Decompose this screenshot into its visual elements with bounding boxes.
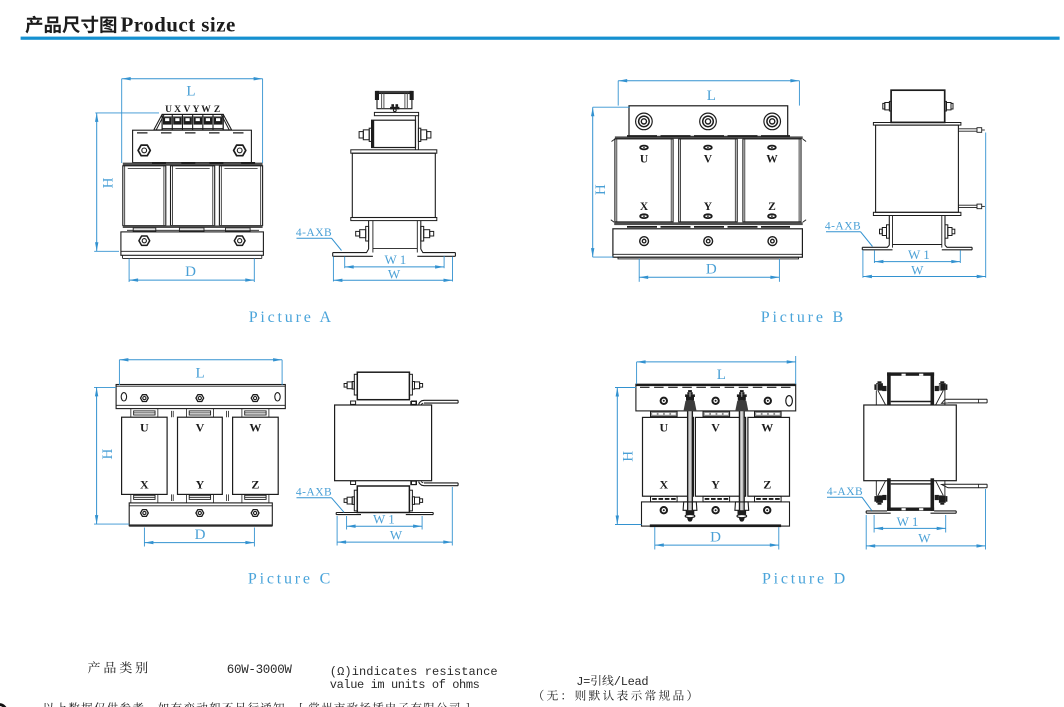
svg-text:D: D (195, 527, 206, 543)
svg-text:W: W (918, 530, 931, 545)
svg-text:X: X (140, 478, 149, 492)
svg-text:L: L (717, 367, 726, 383)
svg-text:W: W (911, 262, 924, 277)
svg-text:W: W (390, 528, 403, 543)
svg-text:Z: Z (763, 477, 771, 491)
svg-text:U: U (165, 105, 172, 115)
svg-text:Z: Z (251, 478, 259, 492)
svg-text:Z: Z (214, 105, 220, 115)
svg-text:U: U (659, 421, 668, 435)
svg-text:U: U (140, 421, 149, 435)
svg-text:X: X (659, 477, 668, 491)
svg-text:D: D (710, 529, 721, 545)
svg-text:value im units of ohms: value im units of ohms (330, 678, 480, 692)
svg-text:Z: Z (768, 201, 776, 213)
svg-text:V: V (196, 421, 205, 435)
svg-text:Y: Y (193, 105, 200, 115)
svg-text:L: L (196, 366, 205, 382)
svg-text:W: W (388, 267, 401, 282)
svg-text:(Ω)indicates resistance: (Ω)indicates resistance (330, 665, 498, 679)
svg-text:D: D (706, 261, 717, 277)
svg-text:Y: Y (711, 477, 720, 491)
svg-text:H: H (100, 449, 116, 460)
svg-text:W 1: W 1 (908, 247, 930, 262)
svg-text:W: W (249, 421, 261, 435)
svg-text:W 1: W 1 (373, 512, 395, 527)
svg-text:W 1: W 1 (385, 252, 407, 267)
svg-text:J=: J= (576, 675, 590, 689)
svg-text:Picture B: Picture B (761, 309, 846, 326)
svg-text:Y: Y (196, 478, 205, 492)
svg-text:W 1: W 1 (897, 514, 919, 529)
svg-text:U: U (640, 154, 649, 166)
svg-text:H: H (620, 451, 636, 462)
svg-text:H: H (593, 184, 609, 195)
svg-text:4-AXB: 4-AXB (825, 221, 861, 233)
svg-text:X: X (640, 201, 649, 213)
svg-text:D: D (185, 264, 196, 280)
svg-text:4-AXB: 4-AXB (296, 227, 332, 239)
svg-text:X: X (174, 105, 181, 115)
svg-text:V: V (183, 105, 190, 115)
svg-text:H: H (100, 177, 116, 188)
svg-text:W: W (766, 154, 778, 166)
svg-text:L: L (186, 84, 195, 100)
svg-text:4-AXB: 4-AXB (827, 486, 863, 498)
svg-text:Product size: Product size (121, 13, 236, 37)
svg-text:L: L (707, 88, 716, 104)
svg-text:4-AXB: 4-AXB (296, 487, 332, 499)
svg-text:Y: Y (704, 201, 713, 213)
svg-text:V: V (711, 421, 720, 435)
svg-text:W: W (761, 421, 773, 435)
svg-text:/Lead: /Lead (614, 675, 649, 689)
svg-text:V: V (704, 154, 713, 166)
svg-text:Picture C: Picture C (248, 571, 333, 588)
svg-text:Picture D: Picture D (762, 571, 848, 588)
svg-text:60W-3000W: 60W-3000W (227, 663, 293, 677)
svg-text:W: W (201, 105, 211, 115)
svg-text:Picture A: Picture A (249, 309, 334, 326)
